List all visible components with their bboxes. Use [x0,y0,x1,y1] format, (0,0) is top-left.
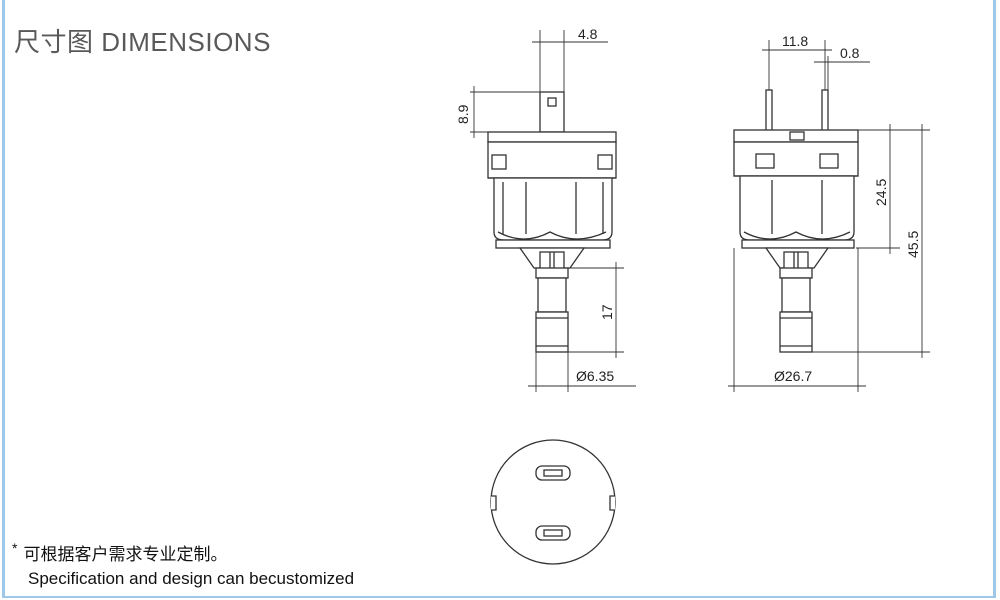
customization-note: * 可根据客户需求专业定制。 Specification and design c… [12,540,354,589]
side-view-left: 4.8 8.9 17 Ø6.35 [455,26,636,392]
dim-terminal-height: 8.9 [455,104,471,124]
note-chinese: 可根据客户需求专业定制。 [23,545,228,564]
dim-shaft-length: 17 [599,304,615,320]
front-view-right: 11.8 0.8 24.5 45.5 Ø26.7 [728,33,930,392]
dim-shaft-diameter: Ø6.35 [576,368,614,384]
top-view [490,439,616,565]
dim-terminal-width: 4.8 [578,26,598,42]
dim-terminal-spacing: 11.8 [782,33,808,49]
note-english: Specification and design can becustomize… [28,569,355,588]
page-title: 尺寸图 DIMENSIONS [14,27,271,57]
dim-body-height: 24.5 [873,179,889,206]
dim-terminal-thickness: 0.8 [840,45,860,61]
dim-total-height: 45.5 [905,231,921,258]
note-marker: * [12,540,18,556]
dim-body-diameter: Ø26.7 [774,368,812,384]
